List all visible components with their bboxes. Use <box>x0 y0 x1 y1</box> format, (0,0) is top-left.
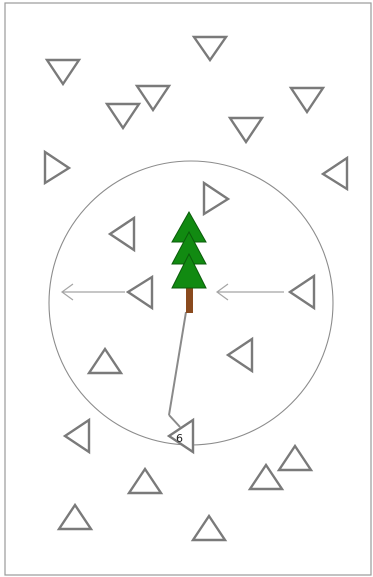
selected-agent-label: 6 <box>176 432 183 445</box>
